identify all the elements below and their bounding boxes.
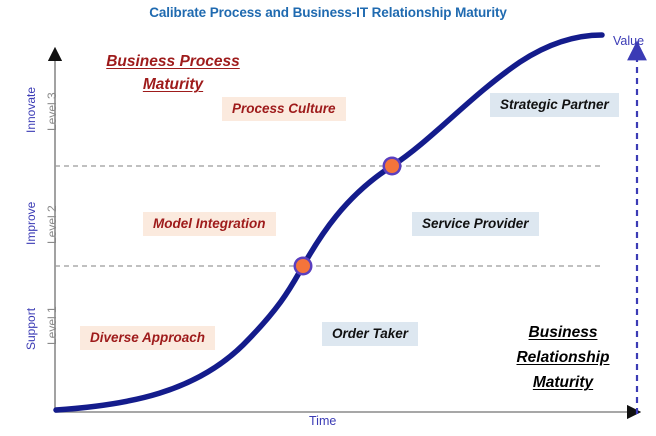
tag-diverse-approach[interactable]: Diverse Approach (80, 326, 216, 350)
tag-strategic-partner[interactable]: Strategic Partner (490, 93, 619, 117)
x-axis-title: Time (309, 414, 337, 428)
band-label-improve: Improve (24, 201, 38, 245)
marker-level1-level2 (293, 256, 313, 276)
heading-bpm-line2: Maturity (142, 76, 204, 93)
heading-brm-line2: Relationship (516, 349, 610, 366)
band-label-innovate: Innovate (24, 86, 38, 133)
heading-brm-line1: Business (528, 324, 598, 341)
tag-service-provider[interactable]: Service Provider (412, 212, 539, 236)
tag-process-culture[interactable]: Process Culture (222, 97, 346, 121)
heading-business-process-maturity: Business Process Maturity (78, 50, 268, 96)
maturity-s-curve (53, 32, 605, 413)
level-label-1: Level 1 (45, 306, 59, 345)
page-title: Calibrate Process and Business-IT Relati… (149, 5, 507, 20)
tag-model-integration[interactable]: Model Integration (143, 212, 276, 236)
y-axis-title: Value (613, 34, 645, 48)
level-label-3: Level 3 (45, 92, 59, 131)
heading-brm-line3: Maturity (532, 374, 594, 391)
heading-bpm-line1: Business Process (106, 53, 240, 70)
tag-order-taker[interactable]: Order Taker (322, 322, 419, 346)
level-label-2: Level 2 (45, 205, 59, 244)
marker-level2-level3 (382, 156, 402, 176)
heading-business-relationship-maturity: Business Relationship Maturity (498, 320, 628, 395)
band-label-support: Support (24, 307, 38, 350)
